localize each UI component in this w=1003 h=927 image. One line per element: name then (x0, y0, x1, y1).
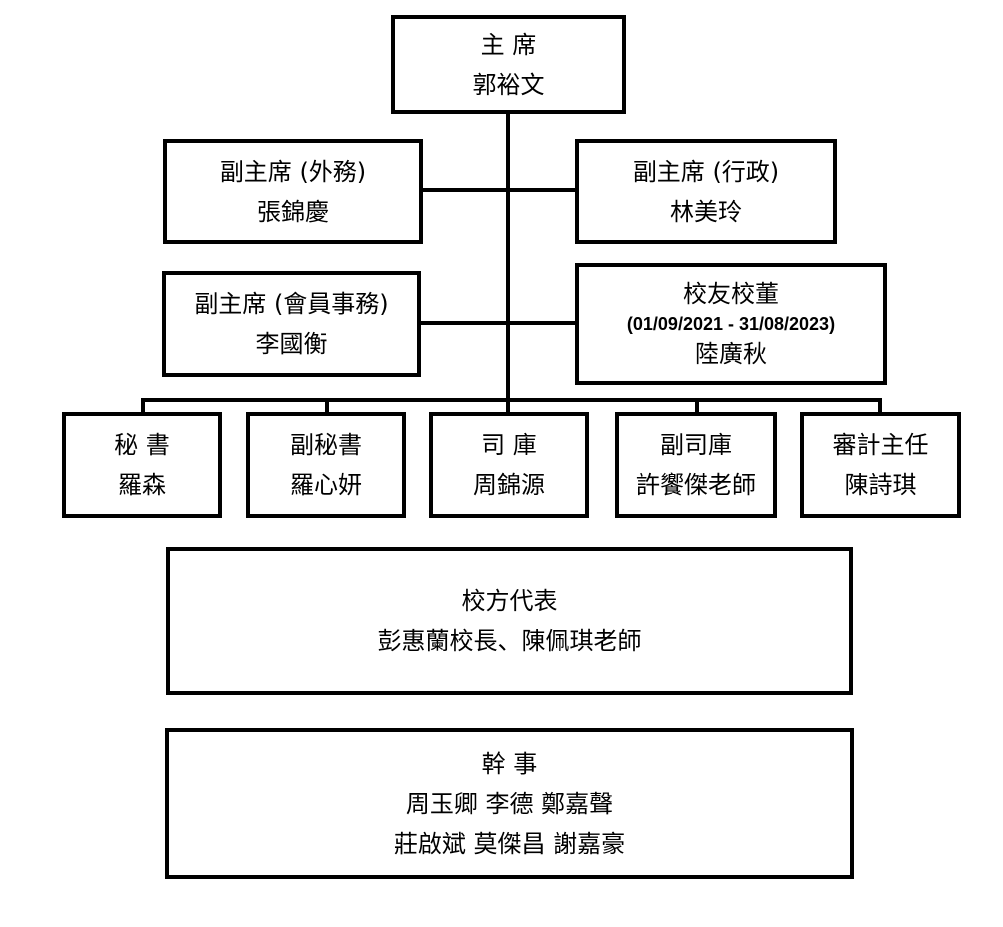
school-reps-role: 校方代表 (461, 587, 558, 615)
officer-role: 審計主任 (832, 431, 929, 459)
officer-box-deputy-secretary: 副秘書 羅心妍 (246, 412, 406, 518)
connector-vice-chairs-row1 (420, 188, 578, 192)
officer-name: 羅森 (118, 471, 166, 499)
committee-role: 幹 事 (481, 749, 538, 778)
drop-line-auditor (878, 398, 882, 414)
connector-vice-chairs-row2 (418, 321, 578, 325)
officer-role: 司 庫 (481, 431, 537, 459)
officer-name: 陳詩琪 (844, 471, 917, 499)
vice-chair-admin-box: 副主席 (行政) 林美玲 (575, 139, 837, 244)
vice-chair-admin-role: 副主席 (行政) (632, 157, 780, 186)
officer-role: 秘 書 (114, 431, 170, 459)
officer-name: 周錦源 (473, 471, 545, 499)
drop-line-treasurer (506, 398, 510, 414)
alumni-manager-name: 陸廣秋 (695, 340, 767, 368)
officer-role: 副秘書 (290, 431, 362, 459)
vice-chair-membership-role: 副主席 (會員事務) (194, 290, 389, 318)
officer-name: 羅心妍 (290, 471, 362, 499)
vice-chair-membership-box: 副主席 (會員事務) 李國衡 (162, 271, 421, 377)
committee-box: 幹 事 周玉卿 李德 鄭嘉聲 莊啟斌 莫傑昌 謝嘉豪 (165, 728, 854, 879)
officer-role: 副司庫 (660, 431, 732, 459)
chairman-name: 郭裕文 (472, 70, 545, 99)
vice-chair-external-box: 副主席 (外務) 張錦慶 (163, 139, 423, 244)
officer-box-secretary: 秘 書 羅森 (62, 412, 222, 518)
alumni-manager-term: (01/09/2021 - 31/08/2023) (626, 314, 836, 334)
vice-chair-membership-name: 李國衡 (255, 330, 328, 358)
trunk-line (506, 111, 510, 402)
school-reps-box: 校方代表 彭惠蘭校長、陳佩琪老師 (166, 547, 853, 695)
officer-box-auditor: 審計主任 陳詩琪 (800, 412, 961, 518)
drop-line-deputy-secretary (325, 398, 329, 414)
officer-box-deputy-treasurer: 副司庫 許饗傑老師 (615, 412, 777, 518)
school-reps-names: 彭惠蘭校長、陳佩琪老師 (377, 627, 642, 655)
chairman-role: 主 席 (480, 30, 537, 59)
vice-chair-external-role: 副主席 (外務) (219, 157, 367, 186)
chairman-box: 主 席 郭裕文 (391, 15, 626, 114)
alumni-manager-box: 校友校董 (01/09/2021 - 31/08/2023) 陸廣秋 (575, 263, 887, 385)
drop-line-secretary (141, 398, 145, 414)
drop-line-deputy-treasurer (695, 398, 699, 414)
alumni-manager-role: 校友校董 (683, 280, 779, 308)
committee-names-line1: 周玉卿 李德 鄭嘉聲 (405, 789, 614, 818)
committee-names-line2: 莊啟斌 莫傑昌 謝嘉豪 (393, 829, 626, 858)
officer-name: 許饗傑老師 (636, 471, 756, 499)
vice-chair-admin-name: 林美玲 (670, 197, 742, 226)
officers-bus-line (141, 398, 882, 402)
officer-box-treasurer: 司 庫 周錦源 (429, 412, 589, 518)
vice-chair-external-name: 張錦慶 (257, 197, 329, 226)
